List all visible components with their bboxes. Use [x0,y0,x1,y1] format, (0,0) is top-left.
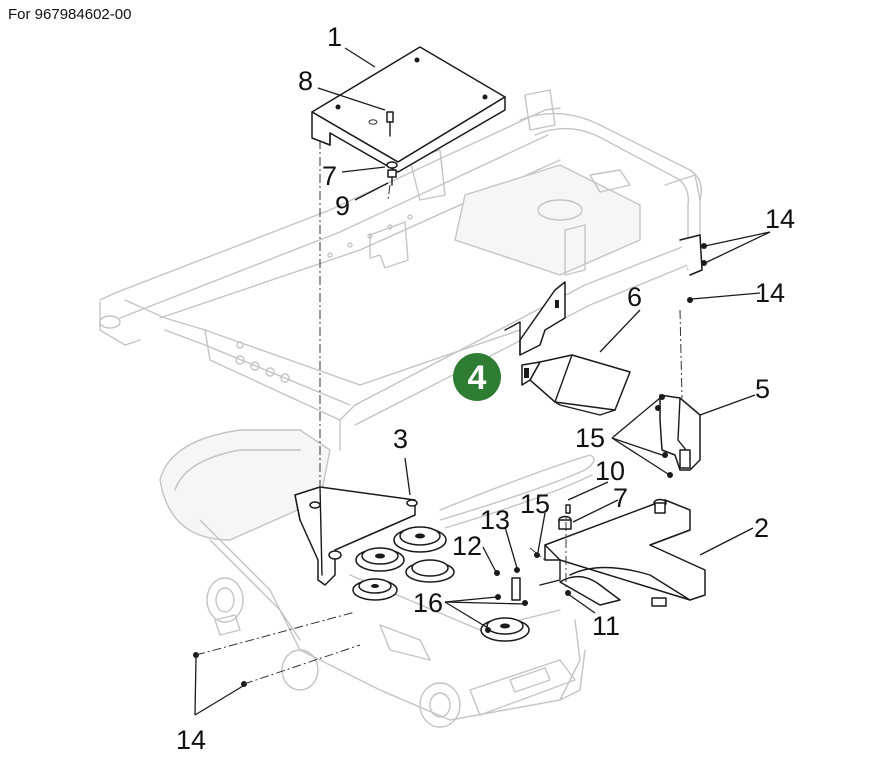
step-badge: 4 [453,353,501,401]
page-header: For 967984602-00 [8,6,132,23]
part-5-side-bracket [655,394,701,478]
callout-11: 11 [592,611,620,641]
callout-labels: 1 8 7 9 14 14 6 5 15 3 10 7 15 13 2 12 1… [176,22,795,755]
callout-8: 8 [298,66,313,96]
callout-15-center: 15 [520,489,550,519]
callout-10: 10 [595,456,625,486]
callout-1: 1 [327,22,342,52]
hardware-bolts-12-13-15-16 [485,552,571,633]
frame-holes [235,214,413,383]
pulley-assembly [352,526,530,642]
callout-12: 12 [452,531,482,561]
callout-9: 9 [335,191,350,221]
tractor-frame-outline [99,89,702,451]
callout-7-top: 7 [322,161,337,191]
callout-16: 16 [413,588,443,618]
callout-14-right: 14 [755,278,785,308]
hardware-nut-7-9 [386,161,398,186]
mower-deck-outline [159,429,595,728]
hardware-nut-7-10 [558,504,572,530]
hardware-bolts-14-left [193,652,247,687]
step-badge-circle [453,353,501,401]
callout-5: 5 [755,374,770,404]
part-3-left-bracket [294,486,418,586]
part-6-shield [521,354,631,416]
callout-14-bottom-left: 14 [176,725,206,755]
callout-6: 6 [627,282,642,312]
alignment-lines [195,140,683,685]
callout-15-right: 15 [575,423,605,453]
part-2-right-bracket [539,498,706,607]
leader-lines [194,47,771,716]
step-badge-label: 4 [468,359,487,397]
mounting-bracket [504,281,566,356]
callout-7-lower: 7 [613,483,628,513]
callout-3: 3 [393,424,408,454]
callout-2: 2 [754,513,769,543]
callout-13: 13 [480,505,510,535]
hardware-bolt-8 [386,111,394,137]
part-1-cover-plate [311,46,506,173]
callout-14-top-right: 14 [765,204,795,234]
hardware-bolts-14-right [679,234,707,303]
